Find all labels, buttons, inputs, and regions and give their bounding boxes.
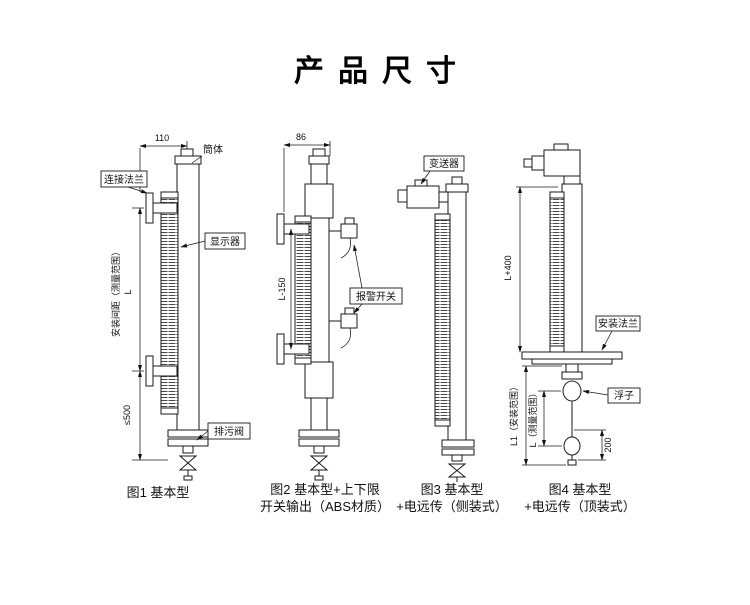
fig1-tube-callout: 筒体 [191,143,223,164]
figure3-side-mounted: 变送器 图3 基本型 +电远传（侧装式） [396,155,508,514]
fig4-dim-height-L400: L+400 [503,186,558,353]
fig2-dim-width-86: 86 [283,132,331,212]
fig1-flange-callout: 连接法兰 [100,170,148,194]
fig2-indicator-strip [294,215,312,365]
fig4-indicator-strip [549,191,565,353]
fig1-bottom-flange [167,429,209,454]
fig4-mount-flange-label-box [595,315,641,332]
fig4-mounting-flange [521,351,623,365]
fig1-display-callout: 显示器 [180,232,246,250]
fig1-process-connections [145,192,178,387]
fig1-top-fitting [174,148,202,165]
fig3-transmitter-label: 变送器 [429,157,459,170]
fig2-caption-line1: 图2 基本型+上下限 [270,482,379,497]
fig4-dim-L1-text: L1（安装范围） [508,382,519,446]
fig1-drain-callout: 排污阀 [196,422,251,441]
figure1-basic-type: 110 筒体 连接法兰 显示器 安装间距（测量范围） L [100,133,251,500]
fig1-drain-label: 排污阀 [214,425,244,438]
fig4-gauge-body [561,183,583,353]
fig2-bottom-flange [298,429,340,454]
fig1-caption: 图1 基本型 [127,485,190,500]
fig3-indicator-strip [434,213,451,427]
fig4-float-rod-assembly [561,363,583,466]
fig2-process-connections [276,213,310,365]
fig2-dim-span-L150: L-150 [277,228,294,350]
fig4-dim-L: L（测量范围） [527,388,562,448]
fig1-main-tube [176,163,200,431]
fig1-flange-label-box [100,170,148,188]
fig3-transmitter [397,179,449,209]
fig1-dim-range-note: 安装间距（测量范围） [110,247,121,337]
fig3-transmitter-label-box [423,155,465,172]
fig2-switch-label: 报警开关 [356,290,396,303]
fig2-lower-limit-switch [329,307,358,349]
fig3-caption-line1: 图3 基本型 [421,482,484,497]
fig2-dim-L150-text: L-150 [277,277,287,300]
fig1-dim-L-text: L [123,289,133,294]
fig4-caption-line2: +电远传（顶装式） [524,499,636,514]
fig2-switch-callout: 报警开关 [349,244,403,314]
page-title: 产品尺寸 [294,55,470,88]
fig2-gauge-body [304,148,334,431]
fig2-drain-valve [309,455,329,481]
fig2-upper-limit-switch [329,217,358,259]
fig3-drain-valve [447,463,467,482]
fig4-float-label: 浮子 [614,390,634,402]
fig4-dim-L400-text: L+400 [503,255,513,280]
fig4-dim-200: 200 [574,429,613,461]
fig4-dim-L1: L1（安装范围） [508,365,566,466]
fig1-dim-bottom-500: ≤500 [122,370,168,461]
fig4-float-label-box [607,387,641,404]
fig2-switch-label-box [349,287,403,305]
fig3-caption-line2: +电远传（侧装式） [396,499,508,514]
fig3-bottom-flange [441,439,475,462]
fig2-dim-86-text: 86 [296,132,306,142]
fig4-dim-200-text: 200 [603,437,613,452]
fig4-float-callout: 浮子 [582,387,641,404]
fig4-dim-L-text: L（测量范围） [527,388,538,447]
fig1-dim-span-L: 安装间距（测量范围） L [110,207,144,372]
fig1-drain-valve [178,455,198,481]
fig4-mount-flange-label: 安装法兰 [598,317,638,330]
fig2-caption-line2: 开关输出（ABS材质） [260,499,390,514]
fig4-transmitter [523,143,581,185]
fig1-dim-500-text: ≤500 [122,405,132,425]
figure4-top-mounted: L+400 L1（安装范围） L（测量范围） 200 [503,143,641,514]
fig1-tube-label: 筒体 [203,143,223,156]
fig3-transmitter-callout: 变送器 [420,155,465,185]
fig1-dim-110-text: 110 [155,133,169,143]
fig4-mount-flange-callout: 安装法兰 [595,315,641,351]
fig4-caption-line1: 图4 基本型 [549,482,612,497]
fig1-indicator-strip [160,191,179,415]
figure2-with-switches: 86 L-150 报警开关 图2 基本型+上下限 开关输出（ABS材质） [260,132,403,514]
fig1-display-label: 显示器 [210,236,240,248]
fig1-flange-label: 连接法兰 [104,173,144,186]
